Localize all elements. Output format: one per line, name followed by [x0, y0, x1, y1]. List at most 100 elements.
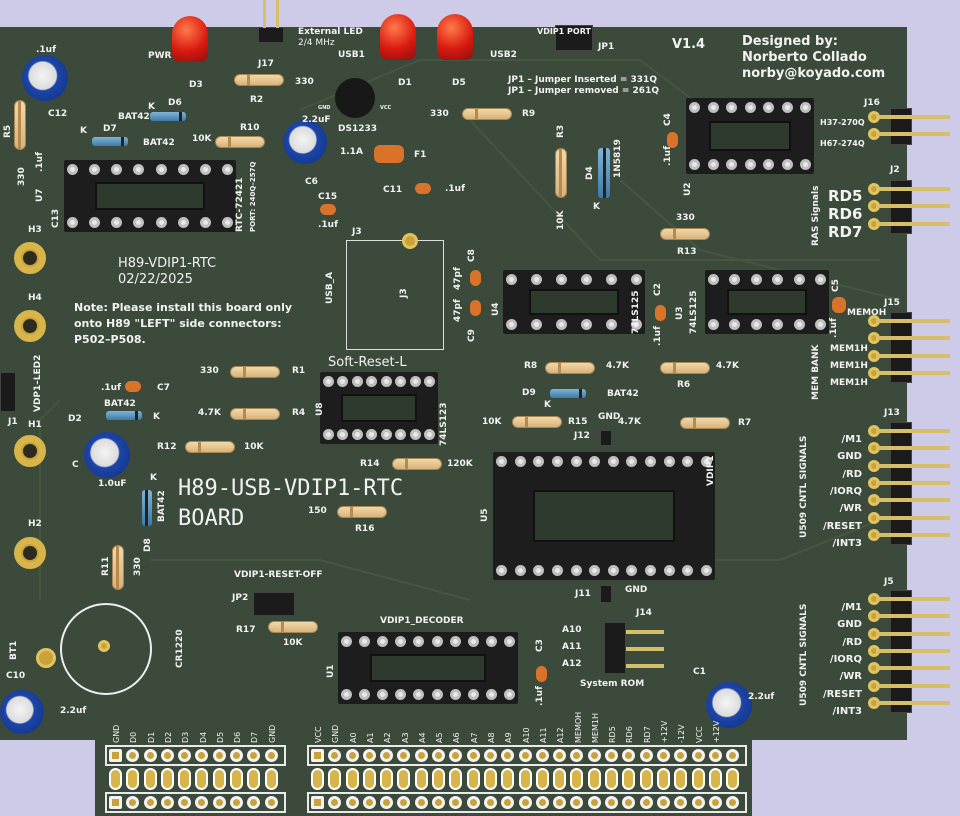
label-47pf: 47pf [453, 299, 463, 322]
label-frequency: 2/4 MHz [298, 38, 335, 48]
label-r4-value: 4.7K [198, 408, 221, 418]
header-pin [876, 336, 950, 341]
edge-pin-label: D2 [163, 731, 173, 743]
socket-pin [395, 636, 407, 647]
socket-pin [221, 217, 233, 228]
edge-pin-label: A2 [383, 732, 393, 743]
edge-pin [483, 749, 497, 762]
socket-window [528, 289, 620, 315]
socket-pin [449, 636, 461, 647]
edge-pin [230, 768, 244, 790]
label-k: K [153, 412, 160, 422]
label-vdip1: VDIP1 [706, 455, 716, 486]
label-f1: F1 [414, 150, 427, 160]
edge-pin [143, 796, 157, 809]
fuse-f1 [374, 145, 404, 163]
label-note-line1: Note: Please install this board only [74, 301, 293, 314]
label-usb1: USB1 [338, 50, 365, 60]
resistor-r8 [545, 362, 595, 374]
capacitor-c2 [655, 305, 666, 321]
socket-pin [772, 319, 784, 330]
label-cr1220: CR1220 [175, 629, 185, 668]
label-resistor-value: 330 [17, 167, 27, 186]
edge-fingers-right [311, 768, 743, 790]
socket-pin [707, 159, 719, 170]
label-r2: R2 [250, 95, 264, 105]
socket-pin [556, 274, 567, 285]
socket-pin [351, 376, 363, 387]
label-r2-value: 330 [295, 77, 314, 87]
edge-pin-label: A7 [469, 732, 479, 743]
label-board: BOARD [178, 506, 245, 531]
edge-pin-label: A0 [348, 732, 358, 743]
edge-pin [639, 796, 653, 809]
battery-pad [98, 640, 110, 652]
diode-d2 [106, 411, 142, 420]
label-board-title: H89-VDIP1-RTC [118, 256, 217, 271]
header-pin [876, 683, 950, 688]
socket-pin [337, 376, 349, 387]
edge-connector-top-right [307, 745, 748, 766]
socket-pin [155, 164, 167, 175]
capacitor-c5 [832, 297, 846, 313]
edge-pin-label: A1 [365, 732, 375, 743]
edge-pin [264, 796, 278, 809]
edge-pin [726, 796, 740, 809]
socket-pin [337, 429, 349, 440]
socket-pin [551, 456, 563, 467]
edge-pin-label: A9 [504, 732, 514, 743]
ic-socket-u5 [493, 452, 715, 580]
socket-pin [431, 689, 443, 700]
socket-pin [351, 429, 363, 440]
socket-pin [531, 319, 542, 330]
header-j1[interactable] [0, 372, 16, 412]
header-j17[interactable] [258, 27, 284, 43]
edge-pin [674, 768, 688, 790]
socket-pin [359, 636, 371, 647]
label-74ls123: 74LS123 [439, 402, 449, 446]
socket-pin [449, 689, 461, 700]
jumper-jp2[interactable] [253, 592, 295, 616]
edge-pin-label: A5 [435, 732, 445, 743]
socket-pin [700, 565, 712, 576]
label-h2: H2 [28, 519, 42, 529]
socket-pin [496, 565, 507, 576]
header-j11[interactable] [600, 585, 612, 603]
header-j14[interactable] [604, 622, 626, 674]
edge-pin [449, 768, 463, 790]
pin-row [708, 319, 826, 330]
mounting-hole-h2 [14, 537, 46, 569]
edge-pin [178, 768, 192, 790]
jumper-jp1[interactable] [555, 25, 593, 51]
socket-pin [556, 319, 567, 330]
edge-pin-label: A8 [487, 732, 496, 743]
label-mem1h: MEM1H [830, 378, 868, 388]
edge-pin [264, 768, 278, 790]
socket-pin [607, 456, 619, 467]
edge-pin [708, 749, 722, 762]
edge-pin [656, 749, 670, 762]
pin-row [506, 274, 642, 285]
resistor-r3 [555, 148, 567, 198]
socket-pin [496, 456, 507, 467]
resistor-r7 [680, 417, 730, 429]
label-vcc: VCC [380, 105, 392, 111]
header-pin [876, 498, 950, 503]
edge-pin [726, 749, 740, 762]
header-j12[interactable] [600, 430, 612, 446]
label-k: K [593, 202, 600, 212]
label-c10-value: 2.2uf [60, 706, 87, 716]
label-external-led: External LED [298, 27, 363, 37]
socket-pin [380, 376, 392, 387]
label-d2: D2 [68, 414, 82, 424]
socket-pin [111, 217, 123, 228]
ds1233-regulator [335, 78, 375, 118]
socket-pin [199, 217, 211, 228]
signal-label: /INT3 [832, 537, 862, 549]
socket-pin [89, 164, 101, 175]
edge-pin [691, 796, 705, 809]
label-r4: R4 [292, 408, 306, 418]
diode-d6 [150, 112, 186, 121]
usb-a-connector-j3[interactable] [346, 240, 444, 350]
label-u3: U3 [675, 306, 685, 320]
